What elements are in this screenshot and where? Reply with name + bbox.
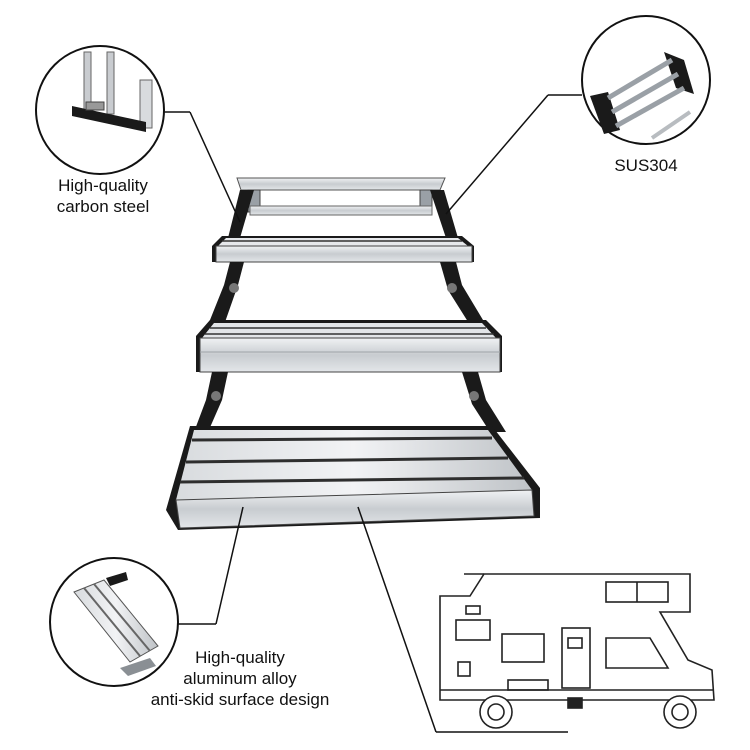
carbon-steel-line-1: High-quality	[58, 176, 148, 195]
frame-lower	[194, 372, 506, 432]
aluminum-line-2: aluminum alloy	[183, 669, 297, 688]
carbon-steel-detail-image	[72, 51, 153, 132]
callout-aluminum	[49, 506, 244, 687]
rv-step-product	[166, 177, 540, 530]
carbon-steel-label: High-quality carbon steel	[28, 175, 178, 217]
aluminum-detail-image	[73, 572, 159, 676]
callout-carbon-steel	[35, 45, 241, 223]
aluminum-line-3: anti-skid surface design	[150, 690, 330, 709]
sus304-detail-image	[590, 52, 694, 140]
pointer-to-rv	[357, 506, 437, 733]
rv-camper-illustration	[439, 573, 715, 729]
step-1	[212, 236, 474, 263]
frame-upper	[228, 190, 458, 238]
step-3	[166, 426, 540, 530]
aluminum-label: High-quality aluminum alloy anti-skid su…	[120, 647, 360, 710]
callout-sus304	[445, 15, 711, 215]
frame-middle	[208, 262, 486, 325]
sus304-label: SUS304	[614, 156, 678, 175]
carbon-steel-line-2: carbon steel	[56, 197, 150, 216]
aluminum-line-1: High-quality	[195, 648, 285, 667]
step-2	[196, 320, 502, 373]
top-platform	[236, 177, 446, 216]
